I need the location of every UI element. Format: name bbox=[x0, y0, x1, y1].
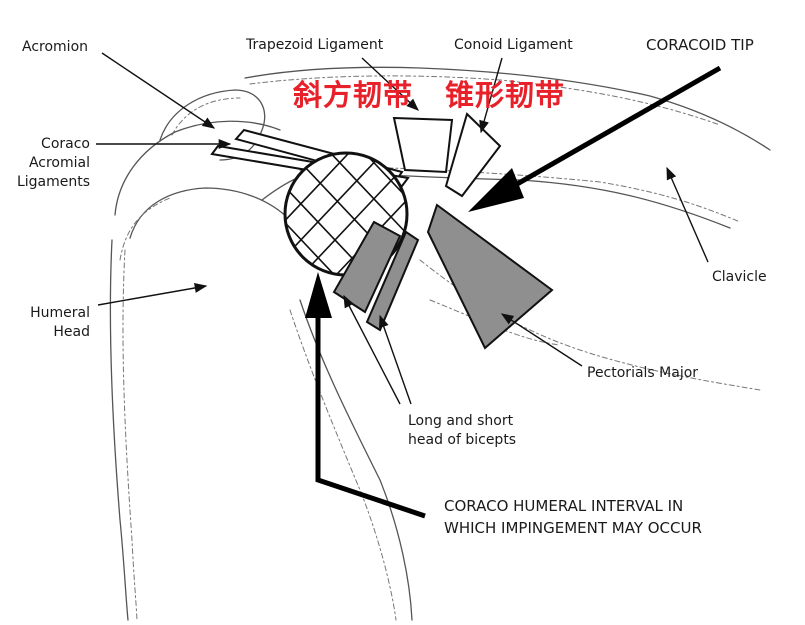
acromion-label: Acromion bbox=[22, 39, 89, 55]
pectorals-major-label: Pectorials Major bbox=[587, 365, 699, 381]
biceps-line2: head of bicepts bbox=[408, 432, 517, 448]
conoid-ligament-label: Conoid Ligament bbox=[454, 37, 573, 53]
trapezoid-ligament-shape bbox=[392, 116, 454, 174]
biceps-line1: Long and short bbox=[408, 413, 514, 429]
conoid-ligament-shape bbox=[444, 112, 502, 198]
coraco-acromial-line2: Acromial bbox=[28, 155, 90, 171]
pectoralis-major-shape bbox=[426, 203, 554, 350]
trapezoid-ligament-label: Trapezoid Ligament bbox=[246, 37, 384, 53]
conoid-ligament-zh-annotation: 锥形韧带 bbox=[445, 78, 566, 112]
coraco-humeral-interval-label: CORACO HUMERAL INTERVAL IN WHICH IMPINGE… bbox=[444, 495, 702, 539]
coraco-acromial-line3: Ligaments bbox=[16, 174, 90, 190]
interval-line1: CORACO HUMERAL INTERVAL IN bbox=[444, 497, 684, 515]
coracoid-tip-label: CORACOID TIP bbox=[646, 36, 754, 54]
clavicle-label: Clavicle bbox=[712, 269, 767, 285]
coracoid-tip-arrow bbox=[468, 65, 722, 212]
coraco-humeral-interval-arrow bbox=[305, 272, 426, 519]
humeral-head-label: Humeral Head bbox=[8, 304, 90, 342]
coraco-acromial-ligaments-label: Coraco Acromial Ligaments bbox=[8, 135, 90, 192]
humeral-head-line2: Head bbox=[53, 324, 90, 340]
biceps-short-head-shape bbox=[332, 220, 402, 314]
leader-lines bbox=[96, 52, 709, 405]
biceps-long-head-shape bbox=[365, 230, 420, 332]
trapezoid-ligament-zh-annotation: 斜方韧带 bbox=[293, 78, 414, 112]
biceps-label: Long and short head of bicepts bbox=[408, 412, 516, 450]
coraco-acromial-line1: Coraco bbox=[41, 136, 90, 152]
humeral-head-line1: Humeral bbox=[30, 305, 90, 321]
interval-line2: WHICH IMPINGEMENT MAY OCCUR bbox=[444, 519, 702, 537]
